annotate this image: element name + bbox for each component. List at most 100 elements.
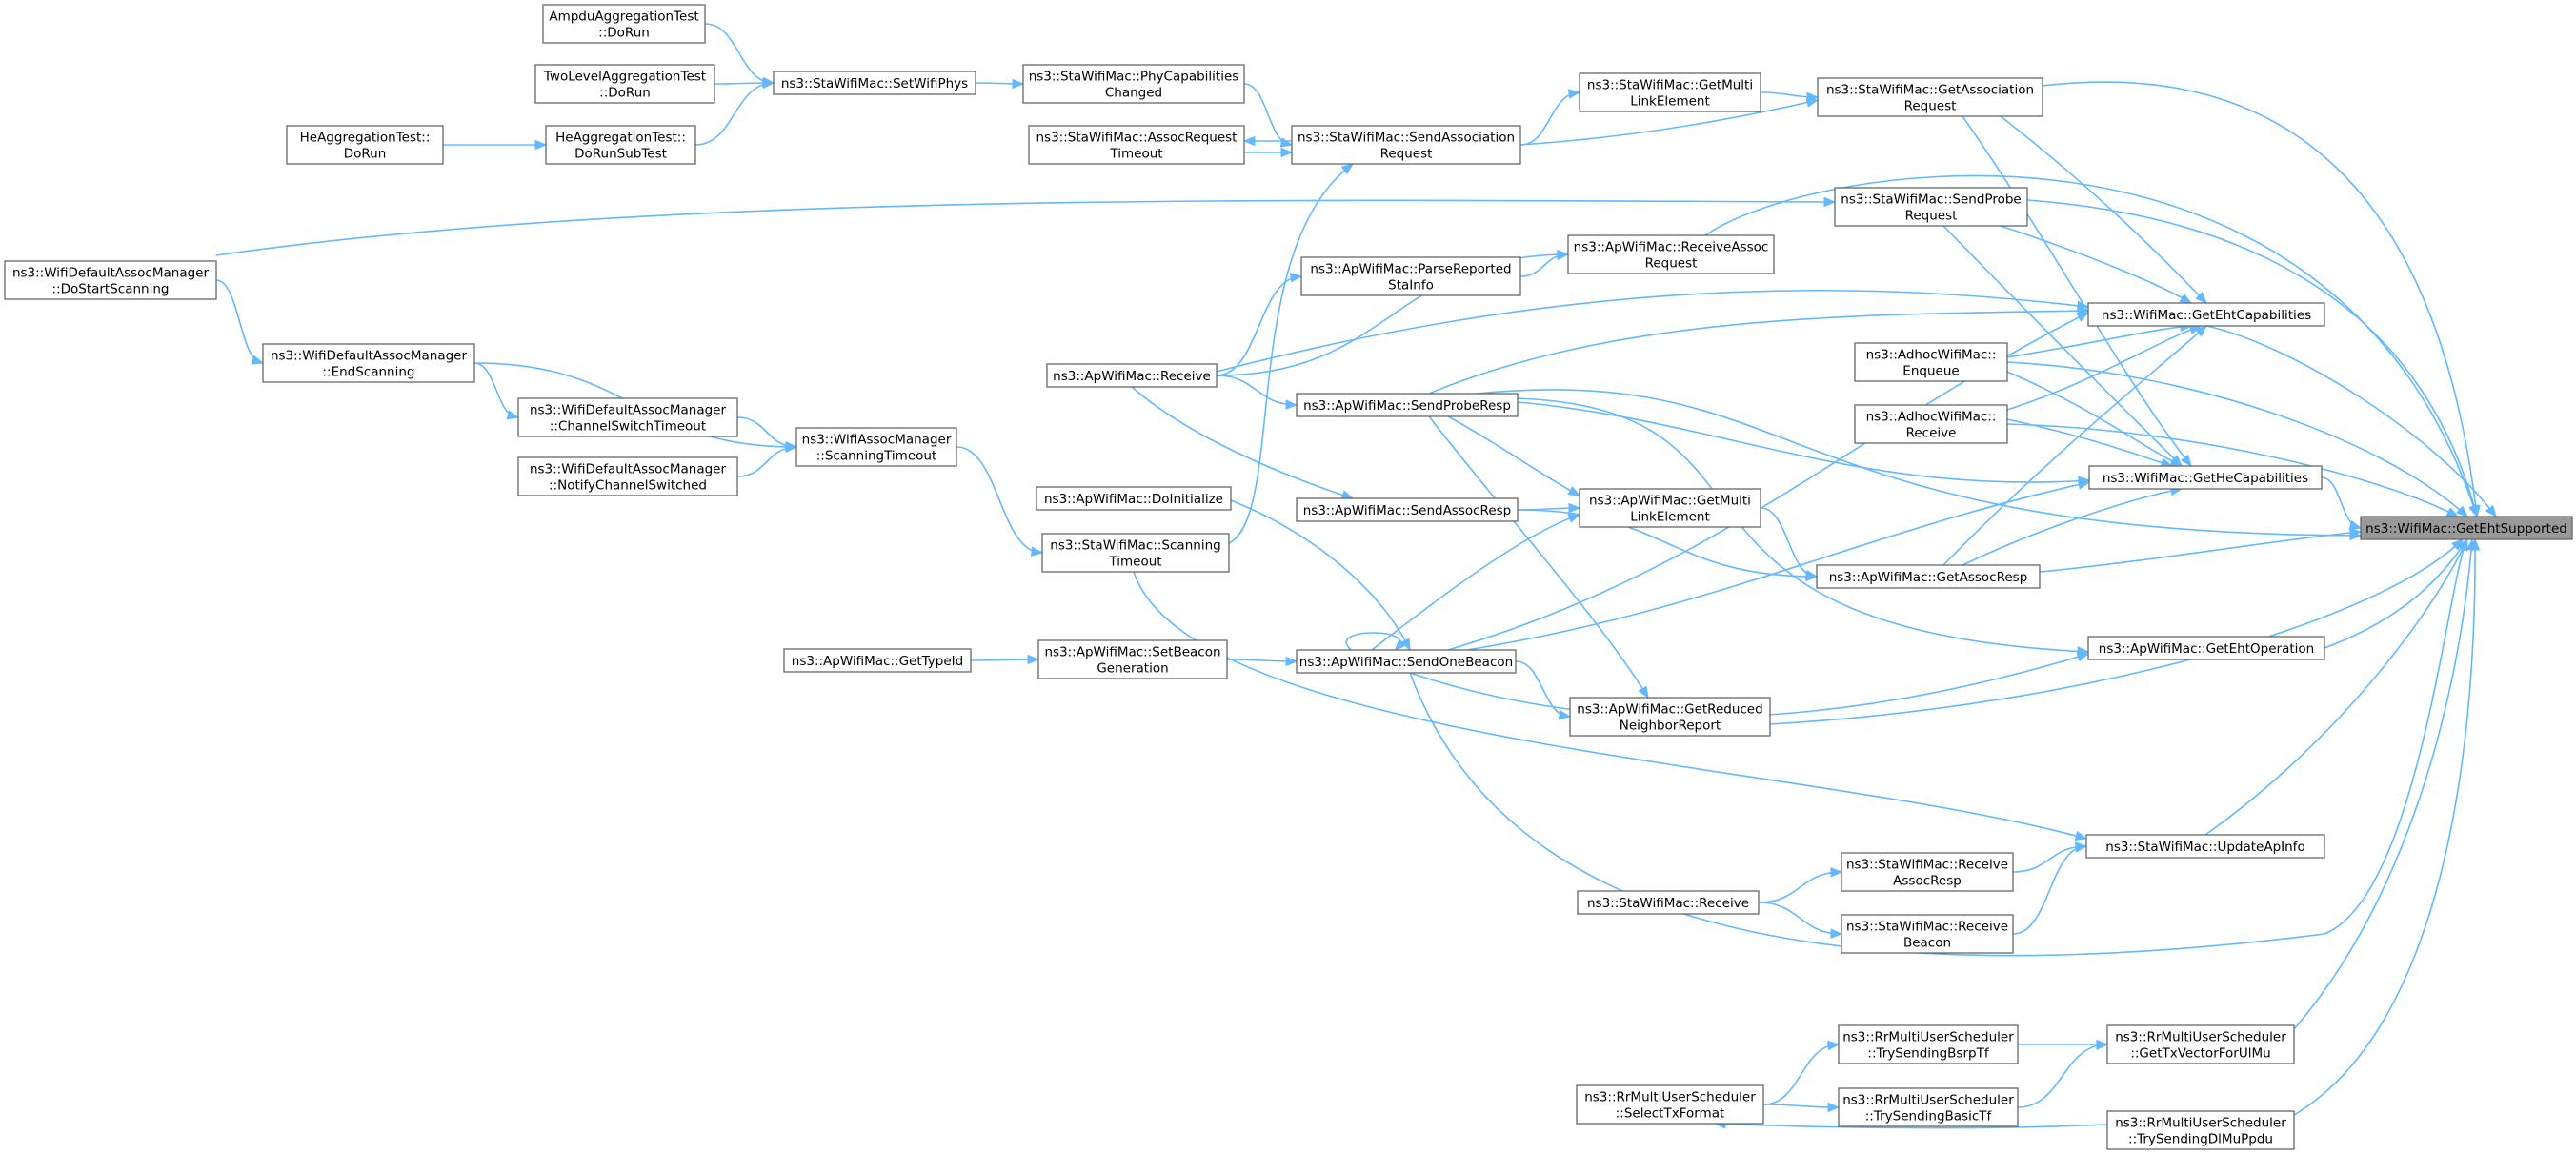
node-box[interactable]: [1567, 234, 1775, 274]
node-box[interactable]: [4, 260, 217, 300]
node-endscan[interactable]: ns3::WifiDefaultAssocManager::EndScannin…: [262, 343, 475, 383]
edge-line-48: [1345, 632, 1401, 651]
node-gettypeid[interactable]: ns3::ApWifiMac::GetTypeId: [783, 648, 972, 673]
node-scanto[interactable]: ns3::WifiAssocManager::ScanningTimeout: [795, 427, 957, 467]
node-box[interactable]: [1834, 187, 2028, 227]
node-box[interactable]: [1296, 497, 1519, 522]
node-trybsrp[interactable]: ns3::RrMultiUserScheduler::TrySendingBsr…: [1838, 1024, 2019, 1064]
node-box[interactable]: [1569, 697, 1771, 737]
node-box[interactable]: [545, 125, 696, 165]
node-getassocresp[interactable]: ns3::ApWifiMac::GetAssocResp: [1816, 564, 2041, 589]
node-trybasic[interactable]: ns3::RrMultiUserScheduler::TrySendingBas…: [1838, 1087, 2019, 1127]
node-box[interactable]: [1037, 639, 1228, 679]
node-notifych[interactable]: ns3::WifiDefaultAssocManager::NotifyChan…: [517, 456, 738, 496]
node-box[interactable]: [795, 427, 957, 467]
node-box[interactable]: [1816, 564, 2041, 589]
node-box[interactable]: [1817, 77, 2043, 117]
node-box[interactable]: [2085, 834, 2325, 859]
node-label-line: ns3::ApWifiMac::ReceiveAssoc: [1574, 240, 1769, 255]
node-label-line: ::GetTxVectorForUlMu: [2130, 1046, 2270, 1062]
edge-arrowhead-43: [2349, 527, 2363, 538]
node-box[interactable]: [773, 71, 976, 95]
node-box[interactable]: [286, 125, 444, 165]
node-box[interactable]: [1579, 72, 1761, 112]
node-box[interactable]: [1838, 1087, 2019, 1127]
node-adhocrecv[interactable]: ns3::AdhocWifiMac::Receive: [1854, 404, 2008, 444]
node-box[interactable]: [1838, 1024, 2019, 1064]
node-box[interactable]: [1022, 64, 1245, 104]
node-sendonebeacon[interactable]: ns3::ApWifiMac::SendOneBeacon: [1296, 649, 1517, 674]
node-chswto[interactable]: ns3::WifiDefaultAssocManager::ChannelSwi…: [517, 397, 738, 437]
node-sendassocresp[interactable]: ns3::ApWifiMac::SendAssocResp: [1296, 497, 1519, 522]
node-updateapinfo[interactable]: ns3::StaWifiMac::UpdateApInfo: [2085, 834, 2325, 859]
node-getehtcap[interactable]: ns3::WifiMac::GetEhtCapabilities: [2087, 302, 2325, 327]
node-sendproberesp[interactable]: ns3::ApWifiMac::SendProbeResp: [1296, 393, 1519, 417]
edge-trydlmu-to-root: [2293, 537, 2481, 1116]
node-gethecap[interactable]: ns3::WifiMac::GetHeCapabilities: [2088, 465, 2323, 490]
node-box[interactable]: [2088, 465, 2323, 490]
node-box[interactable]: [1028, 125, 1245, 165]
edge-ampdu-to-setwifiphys: [704, 23, 775, 88]
node-box[interactable]: [1041, 533, 1230, 573]
node-box[interactable]: [1577, 890, 1760, 915]
node-dostartscan[interactable]: ns3::WifiDefaultAssocManager::DoStartSca…: [4, 260, 217, 300]
node-box[interactable]: [1296, 393, 1519, 417]
node-box[interactable]: [542, 4, 706, 44]
node-twolevel[interactable]: TwoLevelAggregationTest::DoRun: [534, 64, 715, 104]
node-box[interactable]: [1291, 125, 1521, 165]
node-apreceive[interactable]: ns3::ApWifiMac::Receive: [1046, 363, 1218, 388]
node-box[interactable]: [783, 648, 972, 673]
node-stascanto[interactable]: ns3::StaWifiMac::ScanningTimeout: [1041, 533, 1230, 573]
node-box[interactable]: [1841, 914, 2014, 954]
node-box[interactable]: [517, 456, 738, 496]
edge-line-58: [2006, 371, 2183, 467]
node-ampdu[interactable]: AmpduAggregationTest::DoRun: [542, 4, 706, 44]
edge-stareceive-to-recvassocresp: [1758, 867, 1843, 903]
node-trydlmu[interactable]: ns3::RrMultiUserScheduler::TrySendingDlM…: [2106, 1110, 2295, 1150]
edge-arrowhead-40: [1568, 502, 1581, 514]
node-label-line: ns3::ApWifiMac::DoInitialize: [1044, 492, 1223, 507]
node-heagg[interactable]: HeAggregationTest::DoRun: [286, 125, 444, 165]
node-box[interactable]: [1579, 488, 1761, 528]
node-box[interactable]: [2106, 1024, 2295, 1064]
node-box[interactable]: [1046, 363, 1218, 388]
node-box[interactable]: [262, 343, 475, 383]
node-box[interactable]: [517, 397, 738, 437]
edge-setbeacongen-to-sendonebeacon: [1226, 656, 1298, 667]
node-stareceive[interactable]: ns3::StaWifiMac::Receive: [1577, 890, 1760, 915]
node-box[interactable]: [1296, 649, 1517, 674]
node-box[interactable]: [2106, 1110, 2295, 1150]
node-box[interactable]: [1036, 486, 1232, 511]
node-box[interactable]: [1841, 852, 2014, 892]
node-heaggsub[interactable]: HeAggregationTest::DoRunSubTest: [545, 125, 696, 165]
node-adhocenq[interactable]: ns3::AdhocWifiMac::Enqueue: [1854, 342, 2008, 382]
node-box[interactable]: [1300, 256, 1521, 296]
node-apinit[interactable]: ns3::ApWifiMac::DoInitialize: [1036, 486, 1232, 511]
node-box[interactable]: [1854, 404, 2008, 444]
node-getehtop[interactable]: ns3::ApWifiMac::GetEhtOperation: [2087, 636, 2325, 660]
node-setwifiphys[interactable]: ns3::StaWifiMac::SetWifiPhys: [773, 71, 976, 95]
node-gettxvec[interactable]: ns3::RrMultiUserScheduler::GetTxVectorFo…: [2106, 1024, 2295, 1064]
node-box[interactable]: [2360, 516, 2573, 540]
node-box[interactable]: [2087, 636, 2325, 660]
node-box[interactable]: [1576, 1084, 1764, 1125]
node-box[interactable]: [2087, 302, 2325, 327]
node-label-line: ns3::WifiDefaultAssocManager: [530, 403, 727, 418]
node-selecttx[interactable]: ns3::RrMultiUserScheduler::SelectTxForma…: [1576, 1084, 1764, 1125]
node-root[interactable]: ns3::WifiMac::GetEhtSupported: [2360, 516, 2573, 540]
node-box[interactable]: [534, 64, 715, 104]
node-box[interactable]: [1854, 342, 2008, 382]
